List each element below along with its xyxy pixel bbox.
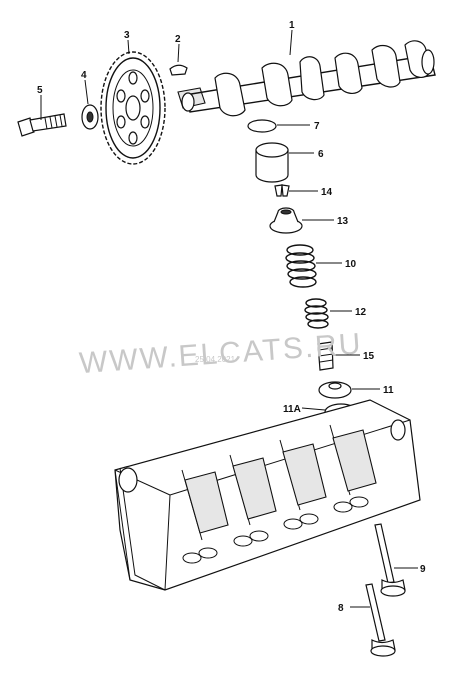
label-12: 12 xyxy=(355,307,367,318)
exhaust-valve xyxy=(365,583,396,657)
camshaft-sprocket xyxy=(100,51,166,165)
valve-stem-seal xyxy=(317,341,334,371)
inner-valve-spring xyxy=(304,298,329,329)
label-3: 3 xyxy=(124,30,130,41)
watermark-date: 25.04.2021 xyxy=(195,355,236,364)
label-10: 10 xyxy=(345,259,357,270)
label-11: 11 xyxy=(383,385,394,396)
label-1: 1 xyxy=(289,20,295,31)
label-4: 4 xyxy=(81,70,87,81)
spring-retainer xyxy=(269,207,303,234)
cylinder-head xyxy=(114,399,421,591)
woodruff-key xyxy=(169,64,188,76)
bolt xyxy=(17,113,67,137)
camshaft xyxy=(177,40,436,117)
label-13: 13 xyxy=(337,216,349,227)
label-6: 6 xyxy=(318,149,324,160)
intake-valve xyxy=(374,523,406,597)
label-2: 2 xyxy=(175,34,181,45)
washer xyxy=(81,104,99,130)
valve-spring-seat xyxy=(318,381,352,399)
label-8: 8 xyxy=(338,603,344,614)
bucket-tappet xyxy=(255,142,289,183)
label-11a: 11A xyxy=(283,404,301,415)
label-15: 15 xyxy=(363,351,375,362)
label-9: 9 xyxy=(420,564,426,575)
label-5: 5 xyxy=(37,85,43,96)
watermark-text: WWW.ELCATS.RU xyxy=(78,327,363,380)
leader-lines xyxy=(40,29,418,608)
label-14: 14 xyxy=(321,187,333,198)
part-labels: 1 2 3 4 5 6 7 8 9 10 11 11A 12 13 14 15 xyxy=(37,20,426,614)
valve-cotters xyxy=(274,184,290,197)
shim xyxy=(247,119,277,133)
outer-valve-spring xyxy=(285,244,317,288)
label-7: 7 xyxy=(314,121,320,132)
